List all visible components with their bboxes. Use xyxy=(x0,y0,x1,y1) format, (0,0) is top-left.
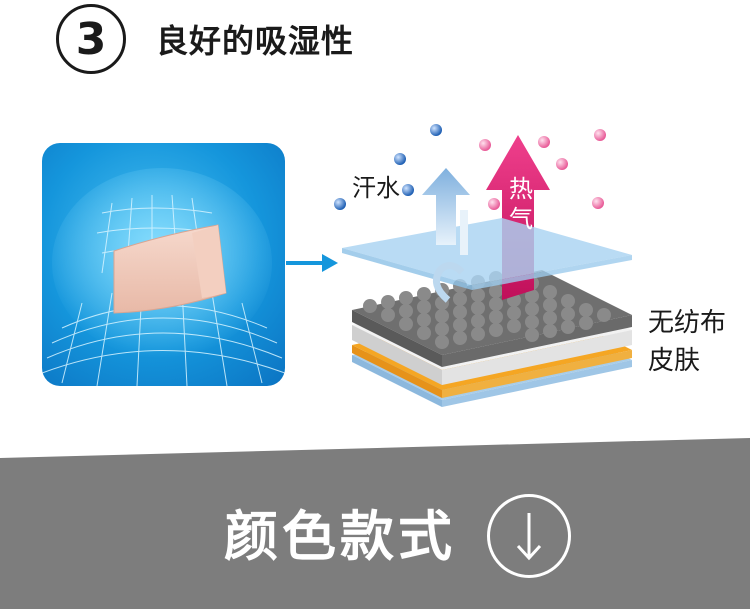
sweat-arrow-icon xyxy=(422,168,470,303)
banner-title: 颜色款式 xyxy=(224,505,456,568)
neck-brace-illustration xyxy=(42,168,285,386)
product-photo xyxy=(42,143,285,386)
skin-layer-label: 皮肤 xyxy=(648,346,701,376)
color-style-banner: 颜色款式 xyxy=(0,430,750,609)
banner-background xyxy=(0,438,750,609)
heat-label-line2: 气 xyxy=(509,205,533,233)
nonwoven-layer-label: 无纺布 xyxy=(648,308,727,338)
moisture-diagram xyxy=(286,124,632,407)
sweat-label: 汗水 xyxy=(352,174,400,202)
arrow-down-icon xyxy=(516,513,542,561)
pointer-arrow-icon xyxy=(286,254,338,272)
arrow-down-circle-icon[interactable] xyxy=(487,494,571,578)
heat-label-line1: 热 xyxy=(509,175,533,203)
heat-label: 热 气 xyxy=(507,174,535,234)
moisture-bubbles xyxy=(334,124,606,210)
step-number-badge: 3 xyxy=(56,4,126,74)
step-number: 3 xyxy=(75,13,107,65)
section-title: 良好的吸湿性 xyxy=(156,22,355,60)
